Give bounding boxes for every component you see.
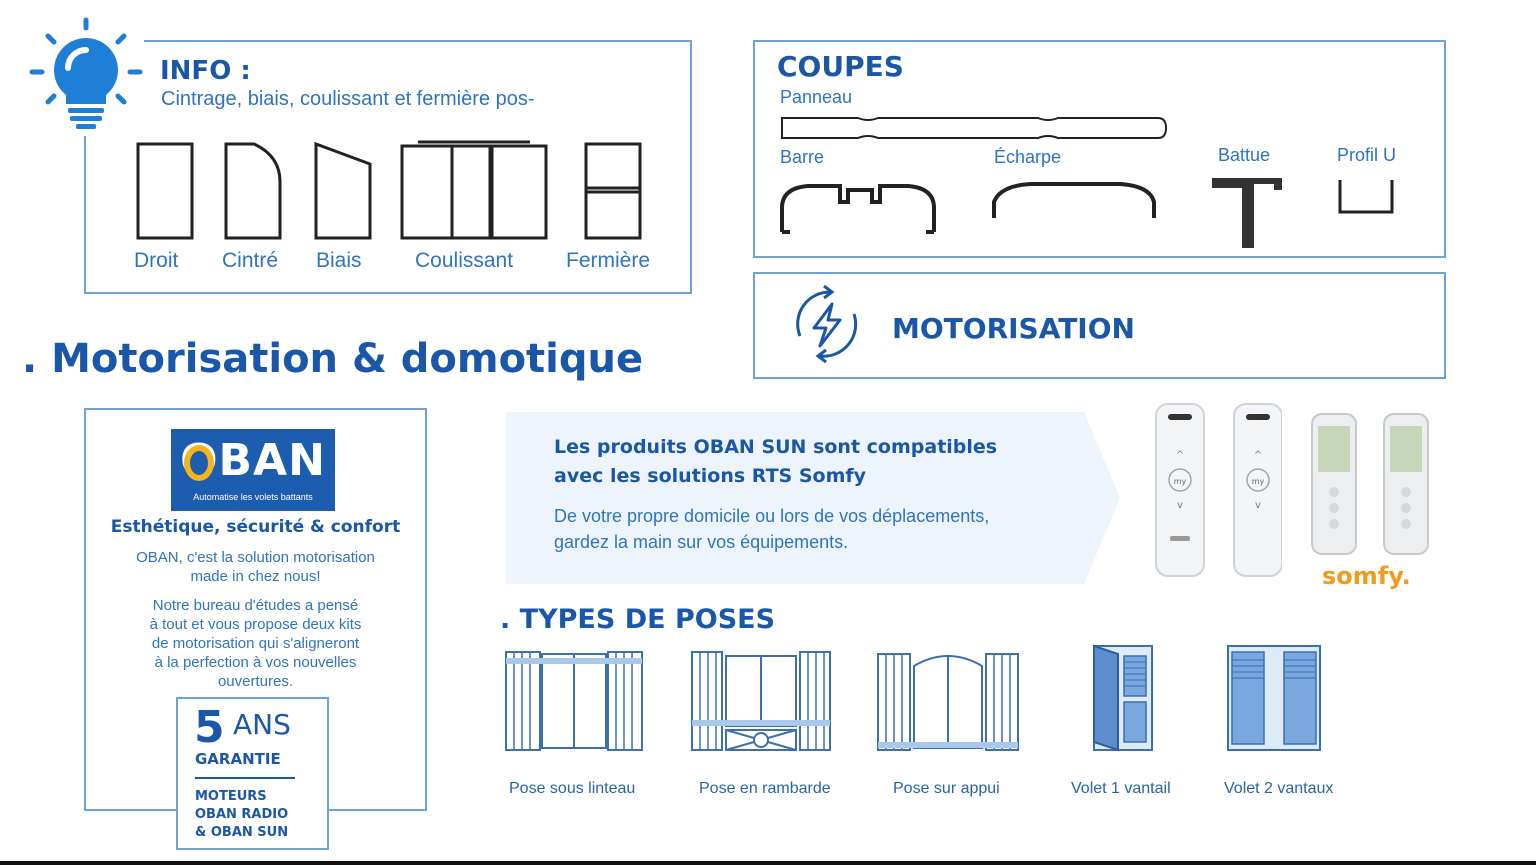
svg-text:^: ^ <box>1254 450 1262 461</box>
pose-label-sur-appui: Pose sur appui <box>893 780 1000 797</box>
garantie-label: GARANTIE <box>195 750 281 768</box>
oban-para2-line: de motorisation qui s'aligneront <box>151 635 360 652</box>
section-title: . Motorisation & domotique <box>22 336 644 382</box>
barre-profile <box>780 184 936 234</box>
shape-droit <box>136 142 194 240</box>
oban-heading: Esthétique, sécurité & confort <box>110 517 401 537</box>
shape-label-fermiere: Fermière <box>566 249 651 272</box>
garantie-moteurs-line: MOTEURS <box>195 789 267 804</box>
compat-body: De votre propre domicile ou lors de vos … <box>554 503 989 555</box>
coupes-panneau-label: Panneau <box>780 87 853 107</box>
garantie-moteurs: MOTEURS OBAN RADIO & OBAN SUN <box>195 788 288 842</box>
garantie-divider <box>195 777 295 779</box>
somfy-logo: somfy. <box>1322 562 1411 590</box>
info-subtitle: Cintrage, biais, coulissant et fermière … <box>161 88 535 110</box>
shape-label-coulissant: Coulissant <box>415 249 514 272</box>
oban-logo-tagline: Automatise les volets battants <box>193 492 313 502</box>
volet-1-vantail-illustration <box>1093 644 1153 752</box>
pose-label-en-rambarde: Pose en rambarde <box>699 780 831 797</box>
pose-label-volet-2: Volet 2 vantaux <box>1224 780 1334 797</box>
profil-u-profile <box>1338 180 1394 214</box>
oban-para2-line: ouvertures. <box>217 673 294 690</box>
oban-para1: OBAN, c'est la solution motorisation mad… <box>86 548 425 586</box>
shape-label-droit: Droit <box>134 249 179 272</box>
garantie-card <box>176 697 329 850</box>
coupes-title: COUPES <box>777 50 904 83</box>
shape-biais <box>314 142 372 240</box>
pose-sur-appui-illustration <box>877 653 1019 751</box>
coupes-battue-label: Battue <box>1218 145 1271 165</box>
coupes-box <box>753 40 1446 258</box>
compat-body-line: gardez la main sur vos équipements. <box>554 532 849 552</box>
compat-title-line: avec les solutions RTS Somfy <box>554 465 867 487</box>
garantie-ans: ANS <box>233 708 291 741</box>
pose-en-rambarde-illustration <box>691 651 831 751</box>
svg-text:^: ^ <box>1176 450 1184 461</box>
remote-lcd-icon <box>1311 413 1429 555</box>
coupes-profil-u-label: Profil U <box>1337 145 1397 165</box>
oban-para2-line: à la perfection à vos nouvelles <box>154 654 357 671</box>
energy-cycle-icon <box>796 284 858 364</box>
lightbulb-icon <box>28 16 144 136</box>
shape-coulissant <box>400 140 548 240</box>
pose-label-volet-1: Volet 1 vantail <box>1071 780 1171 797</box>
shape-label-cintre: Cintré <box>222 249 279 272</box>
oban-para2-line: à tout et vous propose deux kits <box>149 616 362 633</box>
garantie-number: 5 <box>194 702 225 753</box>
oban-logo-o-accent <box>184 445 214 481</box>
oban-para1-line: OBAN, c'est la solution motorisation <box>136 549 375 566</box>
pose-sous-linteau-illustration <box>505 651 643 751</box>
panneau-profile <box>781 117 1168 139</box>
oban-para2-line: Notre bureau d'études a pensé <box>152 597 359 614</box>
garantie-moteurs-line: & OBAN SUN <box>195 825 289 840</box>
coupes-echarpe-label: Écharpe <box>994 147 1062 167</box>
compat-banner-bg <box>506 412 1120 584</box>
oban-para1-line: made in chez nous! <box>190 568 321 585</box>
info-title: INFO : <box>160 56 251 86</box>
remote-control-icon: my ^ v my ^ v <box>1155 403 1282 577</box>
coupes-barre-label: Barre <box>780 147 825 167</box>
motorisation-title: MOTORISATION <box>892 312 1135 345</box>
compat-body-line: De votre propre domicile ou lors de vos … <box>554 506 990 526</box>
shape-fermiere <box>584 142 642 240</box>
svg-text:v: v <box>1177 500 1183 511</box>
info-box <box>84 40 692 294</box>
pose-label-sous-linteau: Pose sous linteau <box>509 780 636 797</box>
bottom-edge <box>0 861 1536 865</box>
oban-logo: OBAN Automatise les volets battants <box>171 429 335 511</box>
types-title: . TYPES DE POSES <box>500 604 776 635</box>
shape-label-biais: Biais <box>316 249 362 272</box>
battue-profile <box>1212 178 1282 248</box>
garantie-moteurs-line: OBAN RADIO <box>195 807 289 822</box>
oban-para2: Notre bureau d'études a pensé à tout et … <box>86 596 425 691</box>
svg-text:v: v <box>1255 500 1261 511</box>
motorisation-card <box>753 272 1446 379</box>
shape-cintre <box>224 142 282 240</box>
svg-text:my: my <box>1252 477 1265 486</box>
echarpe-profile <box>992 182 1156 218</box>
compat-title-line: Les produits OBAN SUN sont compatibles <box>554 436 998 458</box>
compat-title: Les produits OBAN SUN sont compatibles a… <box>554 433 997 491</box>
volet-2-vantaux-illustration <box>1227 645 1321 751</box>
svg-text:my: my <box>1174 477 1187 486</box>
